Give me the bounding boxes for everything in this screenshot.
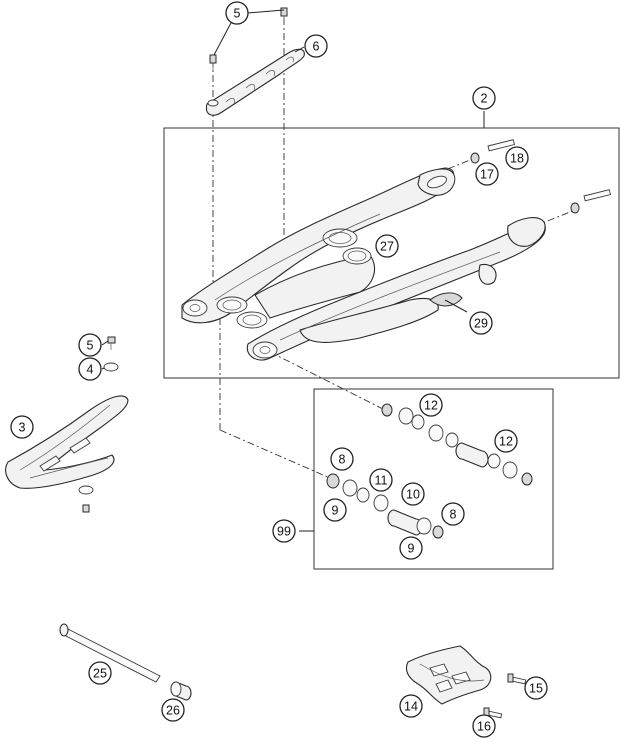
callout-number: 14: [404, 700, 418, 714]
callout-26: 26: [161, 698, 185, 722]
callout-8: 8: [330, 447, 354, 471]
screw-top-left-part: [209, 54, 217, 70]
callout-number: 10: [406, 488, 420, 502]
callout-11: 11: [369, 468, 393, 492]
callout-number: 27: [380, 240, 394, 254]
callout-18: 18: [505, 146, 529, 170]
callout-circle: [10, 415, 34, 439]
callout-3: 3: [10, 415, 34, 439]
callout-14: 14: [399, 694, 423, 718]
callout-circle: [419, 393, 443, 417]
callout-circle: [323, 498, 347, 522]
bearing-kit-frame: [313, 388, 554, 570]
callout-number: 12: [499, 435, 513, 449]
callout-circle: [494, 429, 518, 453]
callout-circle: [399, 536, 423, 560]
callout-10: 10: [401, 482, 425, 506]
callout-circle: [505, 146, 529, 170]
callout-number: 5: [234, 7, 241, 21]
callout-circle: [469, 311, 493, 335]
callout-5: 5: [225, 1, 249, 25]
bushing-part: [170, 681, 192, 701]
callout-circle: [225, 1, 249, 25]
callout-circle: [441, 502, 465, 526]
callout-number: 11: [375, 474, 388, 488]
callout-2: 2: [472, 86, 496, 110]
callout-9: 9: [399, 536, 423, 560]
callout-circle: [399, 694, 423, 718]
chain-slider-lower-part: [5, 395, 129, 489]
callout-circle: [161, 698, 185, 722]
callout-6: 6: [304, 34, 328, 58]
washer-bottom-part: [78, 485, 94, 513]
callout-number: 15: [529, 682, 543, 696]
callout-number: 9: [408, 542, 415, 556]
callout-16: 16: [472, 714, 496, 738]
callout-number: 26: [166, 704, 180, 718]
guide-screw-upper-part: [507, 673, 527, 685]
callout-8: 8: [441, 502, 465, 526]
callout-circle: [475, 162, 499, 186]
leader-lines: [101, 9, 485, 532]
axle-bolt-lower-part: [570, 189, 611, 214]
callout-27: 27: [375, 234, 399, 258]
callout-circle: [369, 468, 393, 492]
swingarm-group-frame: [163, 127, 620, 379]
callout-5: 5: [78, 333, 102, 357]
bearing-kit-parts: [326, 403, 533, 539]
axle-bolt-upper-part: [470, 139, 515, 164]
callout-number: 3: [19, 421, 26, 435]
chain-guide-part: [405, 645, 492, 705]
callout-number: 17: [480, 168, 494, 182]
callout-number: 25: [93, 667, 107, 681]
callout-number: 16: [477, 720, 491, 734]
callout-number: 8: [450, 508, 457, 522]
callout-number: 2: [481, 92, 488, 106]
callout-circle: [524, 676, 548, 700]
callout-circle: [330, 447, 354, 471]
callout-15: 15: [524, 676, 548, 700]
callout-number: 8: [339, 453, 346, 467]
callout-17: 17: [475, 162, 499, 186]
callout-number: 99: [277, 525, 291, 539]
callout-circle: [472, 714, 496, 738]
callout-circle: [78, 333, 102, 357]
callout-number: 5: [87, 339, 94, 353]
callout-number: 9: [332, 504, 339, 518]
callout-circle: [78, 357, 102, 381]
callout-12: 12: [494, 429, 518, 453]
callout-12: 12: [419, 393, 443, 417]
callout-number: 29: [474, 317, 488, 331]
pivot-axle-part: [59, 623, 161, 683]
callout-circle: [375, 234, 399, 258]
callout-29: 29: [469, 311, 493, 335]
screw-left-part: [107, 336, 116, 350]
callout-9: 9: [323, 498, 347, 522]
callout-number: 6: [313, 40, 320, 54]
callout-number: 18: [510, 152, 524, 166]
callout-4: 4: [78, 357, 102, 381]
callout-circle: [304, 34, 328, 58]
callout-circle: [401, 482, 425, 506]
callout-circle: [88, 661, 112, 685]
screw-top-right-part: [280, 7, 288, 22]
callout-number: 12: [424, 399, 438, 413]
chain-slider-upper-part: [205, 48, 305, 116]
callout-25: 25: [88, 661, 112, 685]
washer-left-part: [103, 362, 119, 372]
callout-99: 99: [272, 519, 296, 543]
swingarm-part: [181, 167, 546, 361]
callout-circle: [472, 86, 496, 110]
callout-circle: [272, 519, 296, 543]
callout-number: 4: [87, 363, 94, 377]
